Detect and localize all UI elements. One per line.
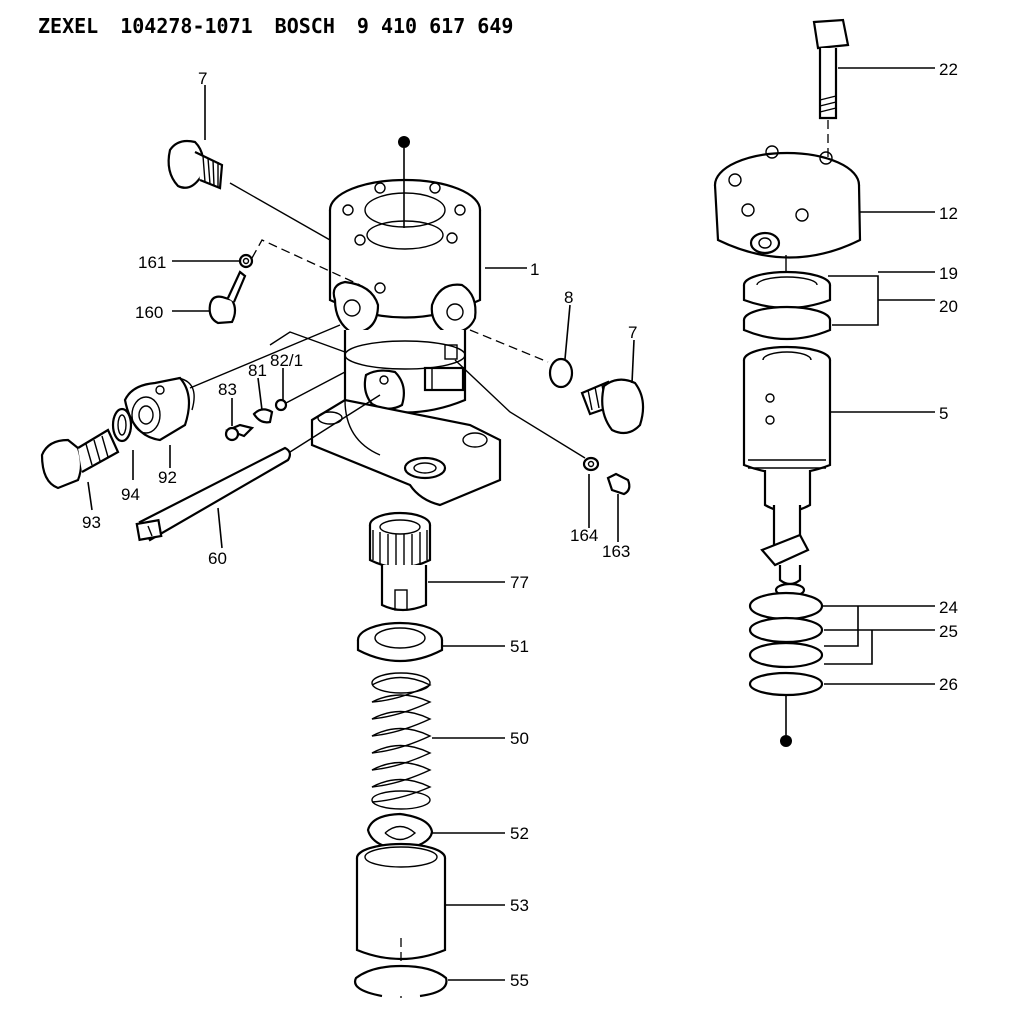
callout-160: 160 — [135, 303, 163, 322]
callout-92: 92 — [158, 468, 177, 487]
delivery-valve-holder-12 — [713, 145, 862, 259]
callout-163: 163 — [602, 542, 630, 561]
control-sleeve-77 — [368, 511, 432, 612]
o-ring-8 — [548, 357, 574, 389]
callout-52: 52 — [510, 824, 529, 843]
callout-53: 53 — [510, 896, 529, 915]
plunger-barrel-5 — [742, 345, 832, 547]
callout-25: 25 — [939, 622, 958, 641]
callout-50: 50 — [510, 729, 529, 748]
banjo-fitting-92 — [123, 376, 195, 442]
plug-screw-left — [167, 139, 224, 190]
callout-93: 93 — [82, 513, 101, 532]
hollow-bolt-93 — [40, 428, 120, 490]
callout-22: 22 — [939, 60, 958, 79]
circlip-55 — [353, 964, 448, 998]
callout-164: 164 — [570, 526, 598, 545]
callout-7-left: 7 — [198, 69, 207, 88]
plunger-foot — [760, 533, 810, 598]
callout-82-1: 82/1 — [270, 351, 303, 370]
reference-dot-top — [398, 136, 410, 148]
callout-55: 55 — [510, 971, 529, 990]
callout-19: 19 — [939, 264, 958, 283]
o-ring-19 — [742, 270, 832, 310]
callout-161: 161 — [138, 253, 166, 272]
spring-ring-25b — [748, 641, 824, 669]
zexel-part-number: 104278-1071 — [120, 14, 253, 38]
callout-51: 51 — [510, 637, 529, 656]
callout-24: 24 — [939, 598, 958, 617]
part-82-1 — [274, 398, 288, 412]
spring-ring-25a — [748, 616, 824, 644]
callout-81: 81 — [248, 361, 267, 380]
callout-60: 60 — [208, 549, 227, 568]
spring-ring-24 — [748, 591, 824, 621]
bosch-part-number: 9 410 617 649 — [356, 14, 514, 38]
callout-83: 83 — [218, 380, 237, 399]
brand-bosch: BOSCH — [274, 14, 335, 38]
plug-screw-right — [580, 378, 645, 435]
document-header: ZEXEL 104278-1071 BOSCH 9 410 617 649 — [38, 14, 535, 38]
o-ring-20 — [742, 305, 832, 341]
brand-zexel: ZEXEL — [38, 14, 99, 38]
washer-81 — [252, 408, 274, 424]
callout-12: 12 — [939, 204, 958, 223]
plunger-spring-50 — [371, 672, 432, 810]
control-rod-60 — [135, 446, 292, 542]
callout-26: 26 — [939, 675, 958, 694]
small-screw-83 — [224, 423, 255, 442]
callout-8: 8 — [564, 288, 573, 307]
callout-7-right: 7 — [628, 323, 637, 342]
washer-164 — [582, 456, 600, 472]
callout-77: 77 — [510, 573, 529, 592]
callout-20: 20 — [939, 297, 958, 316]
seal-ring-94 — [111, 407, 133, 443]
circlip-26 — [748, 671, 824, 697]
screw-163 — [606, 472, 631, 496]
spring-seat-51 — [356, 621, 444, 663]
roller-tappet-53 — [355, 842, 447, 961]
callout-1: 1 — [530, 260, 539, 279]
callout-5: 5 — [939, 404, 948, 423]
reference-dot-bottom — [780, 735, 792, 747]
bolt-22 — [812, 18, 850, 120]
screw-161-160 — [208, 253, 254, 325]
pump-housing — [310, 178, 502, 507]
callout-94: 94 — [121, 485, 140, 504]
